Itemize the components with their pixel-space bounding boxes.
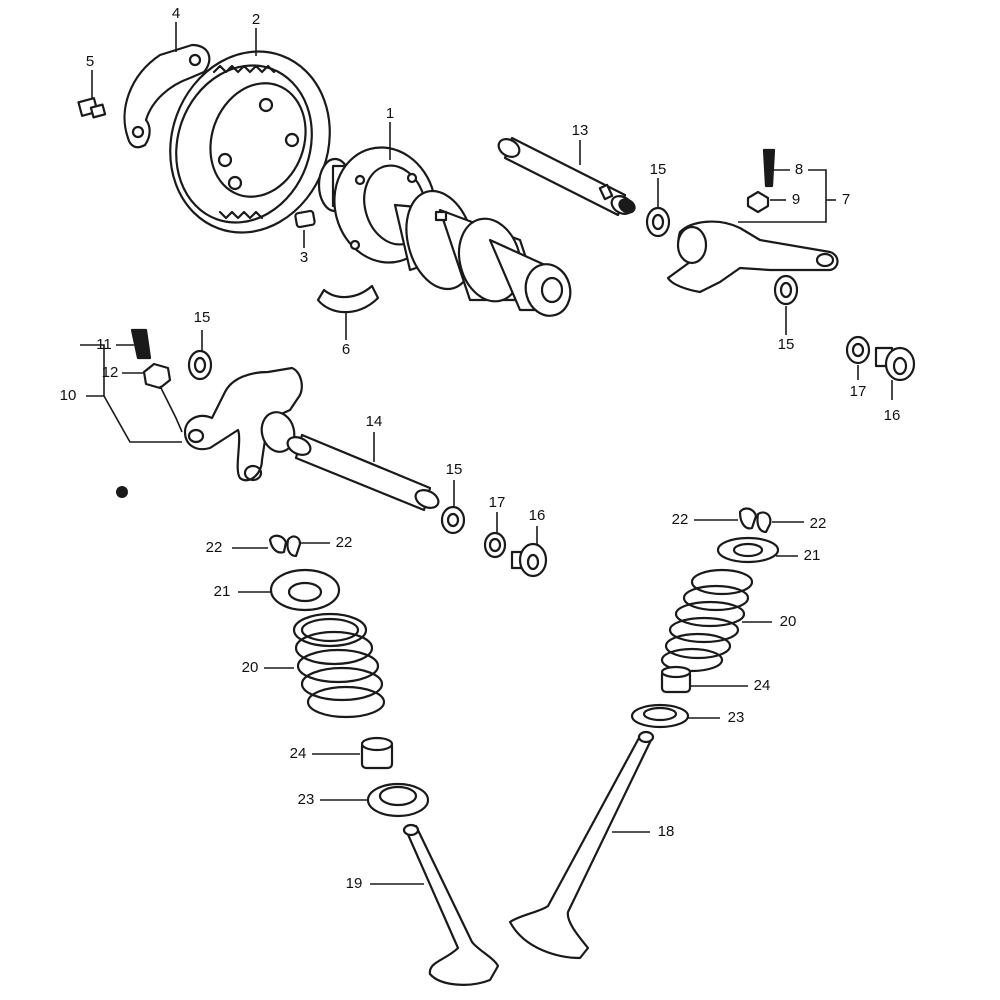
part-23-spring-seat-right xyxy=(630,703,690,729)
part-24-stem-seal-left xyxy=(360,736,394,770)
bullet-dot xyxy=(116,486,128,498)
callout-labels: 4 2 5 1 3 6 13 15 8 9 7 15 17 16 15 11 1… xyxy=(60,5,901,892)
part-7-rocker-arm xyxy=(666,220,839,294)
part-17-washer-a xyxy=(845,335,871,365)
part-4-retaining-plate xyxy=(123,43,211,149)
callout-9: 9 xyxy=(792,191,800,208)
callout-11: 11 xyxy=(96,336,112,353)
part-15-washer-c xyxy=(187,349,213,381)
callout-12: 12 xyxy=(102,364,119,381)
callout-21-b: 21 xyxy=(804,547,821,564)
part-2-cam-sprocket xyxy=(169,50,331,234)
callout-23-a: 23 xyxy=(298,791,315,808)
callout-6: 6 xyxy=(342,341,350,358)
callout-22-d: 22 xyxy=(810,515,827,532)
part-9-lock-nut xyxy=(746,190,770,214)
callout-20-b: 20 xyxy=(780,613,797,630)
callout-18: 18 xyxy=(658,823,675,840)
callout-16-b: 16 xyxy=(529,507,546,524)
callout-24-b: 24 xyxy=(754,677,771,694)
part-1-camshaft xyxy=(317,146,572,317)
part-18-valve-right xyxy=(508,730,655,960)
callout-20-a: 20 xyxy=(242,659,259,676)
part-22-cotter-left xyxy=(268,534,302,558)
callout-15-d: 15 xyxy=(446,461,463,478)
callout-17-a: 17 xyxy=(850,383,867,400)
part-13-rocker-shaft xyxy=(497,136,636,217)
callout-8: 8 xyxy=(795,161,803,178)
callout-4: 4 xyxy=(172,5,180,22)
part-15-washer-a xyxy=(645,206,671,238)
callout-15-c: 15 xyxy=(194,309,211,326)
part-12-lock-nut xyxy=(142,362,172,390)
part-14-rocker-shaft xyxy=(286,433,440,512)
part-8-adjuster-screw xyxy=(762,148,776,188)
callout-21-a: 21 xyxy=(214,583,231,600)
part-15-washer-b xyxy=(773,274,799,306)
callout-7: 7 xyxy=(842,191,850,208)
callout-15-a: 15 xyxy=(650,161,667,178)
callout-5: 5 xyxy=(86,53,94,70)
callout-22-b: 22 xyxy=(336,534,353,551)
part-24-stem-seal-right xyxy=(660,665,692,694)
part-6-guide xyxy=(316,284,380,314)
callout-22-c: 22 xyxy=(672,511,689,528)
part-23-spring-seat-left xyxy=(366,782,430,818)
callout-15-b: 15 xyxy=(778,336,795,353)
part-11-adjuster-screw xyxy=(130,328,152,360)
callout-1: 1 xyxy=(386,105,394,122)
callout-16-a: 16 xyxy=(884,407,901,424)
callout-23-b: 23 xyxy=(728,709,745,726)
part-21-retainer-right xyxy=(716,536,780,564)
part-20-valve-spring-left xyxy=(292,612,386,719)
callout-24-a: 24 xyxy=(290,745,307,762)
part-19-valve-left xyxy=(402,823,500,986)
callout-2: 2 xyxy=(252,11,260,28)
callout-22-a: 22 xyxy=(206,539,223,556)
part-22-cotter-right xyxy=(738,507,772,534)
part-17-washer-b xyxy=(483,531,507,559)
leader-lines xyxy=(80,22,893,885)
part-16-plug-a xyxy=(874,346,916,382)
part-21-retainer-left xyxy=(269,568,341,612)
part-10-rocker-arm xyxy=(183,366,303,482)
part-5-bolt xyxy=(77,97,107,119)
callout-10: 10 xyxy=(60,387,77,404)
callout-19: 19 xyxy=(346,875,363,892)
part-20-valve-spring-right xyxy=(660,568,754,673)
callout-17-b: 17 xyxy=(489,494,506,511)
part-15-washer-d xyxy=(440,505,466,535)
callout-13: 13 xyxy=(572,122,589,139)
part-3-dowel-pin xyxy=(294,209,316,229)
callout-3: 3 xyxy=(300,249,308,266)
part-16-plug-b xyxy=(510,542,548,578)
callout-14: 14 xyxy=(366,413,383,430)
